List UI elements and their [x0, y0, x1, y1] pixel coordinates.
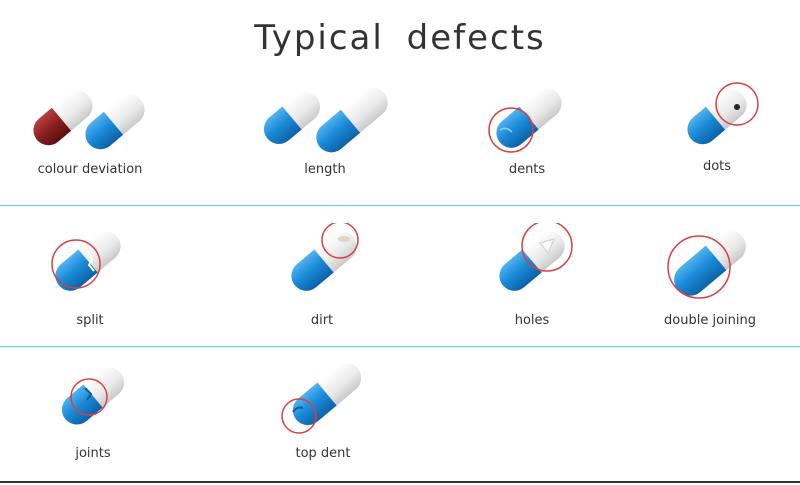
bottom-border: [0, 481, 800, 483]
capsule-pair-image: [263, 87, 388, 153]
defect-split: split: [0, 223, 180, 328]
defect-highlight-circle: [715, 82, 759, 126]
defect-highlight-circle: [281, 398, 317, 434]
defect-label: dents: [508, 162, 546, 177]
defect-colour-deviation: colour deviation: [0, 80, 180, 177]
defect-label: dots: [702, 159, 732, 174]
defect-label: joints: [75, 446, 111, 461]
defect-highlight-circle: [521, 223, 573, 272]
defect-label: colour deviation: [37, 162, 143, 177]
defect-label: length: [304, 162, 346, 177]
defect-highlight-circle: [667, 235, 731, 299]
capsule-image: [61, 367, 125, 425]
defect-highlight-circle: [51, 239, 101, 289]
defect-dents: dents: [437, 80, 617, 177]
capsule-image: [291, 223, 359, 291]
capsule-image: [488, 88, 562, 153]
defect-joints: joints: [3, 360, 183, 461]
defect-label: top dent: [295, 446, 351, 461]
capsule-image: [667, 230, 746, 299]
defect-highlight-circle: [488, 107, 534, 153]
capsule-image: [281, 362, 362, 434]
row-divider: [0, 346, 800, 347]
defect-highlight-circle: [70, 378, 108, 416]
defect-label: double joining: [664, 313, 756, 328]
capsule-image: [499, 223, 573, 291]
page-title: Typical defects: [254, 18, 546, 58]
row-divider: [0, 205, 800, 206]
defect-label: split: [76, 313, 104, 328]
defect-length: length: [235, 80, 415, 177]
capsule-pair-image: [33, 90, 145, 150]
defect-label: holes: [514, 313, 550, 328]
capsule-image: [687, 82, 759, 145]
defect-top-dent: top dent: [233, 360, 413, 461]
capsule-image: [51, 231, 121, 291]
defect-dots: dots: [627, 77, 800, 174]
defect-highlight-circle: [321, 223, 359, 259]
defect-dirt: dirt: [232, 223, 412, 328]
defect-label: dirt: [310, 313, 334, 328]
defect-holes: holes: [442, 223, 622, 328]
defect-double-joining: double joining: [620, 223, 800, 328]
